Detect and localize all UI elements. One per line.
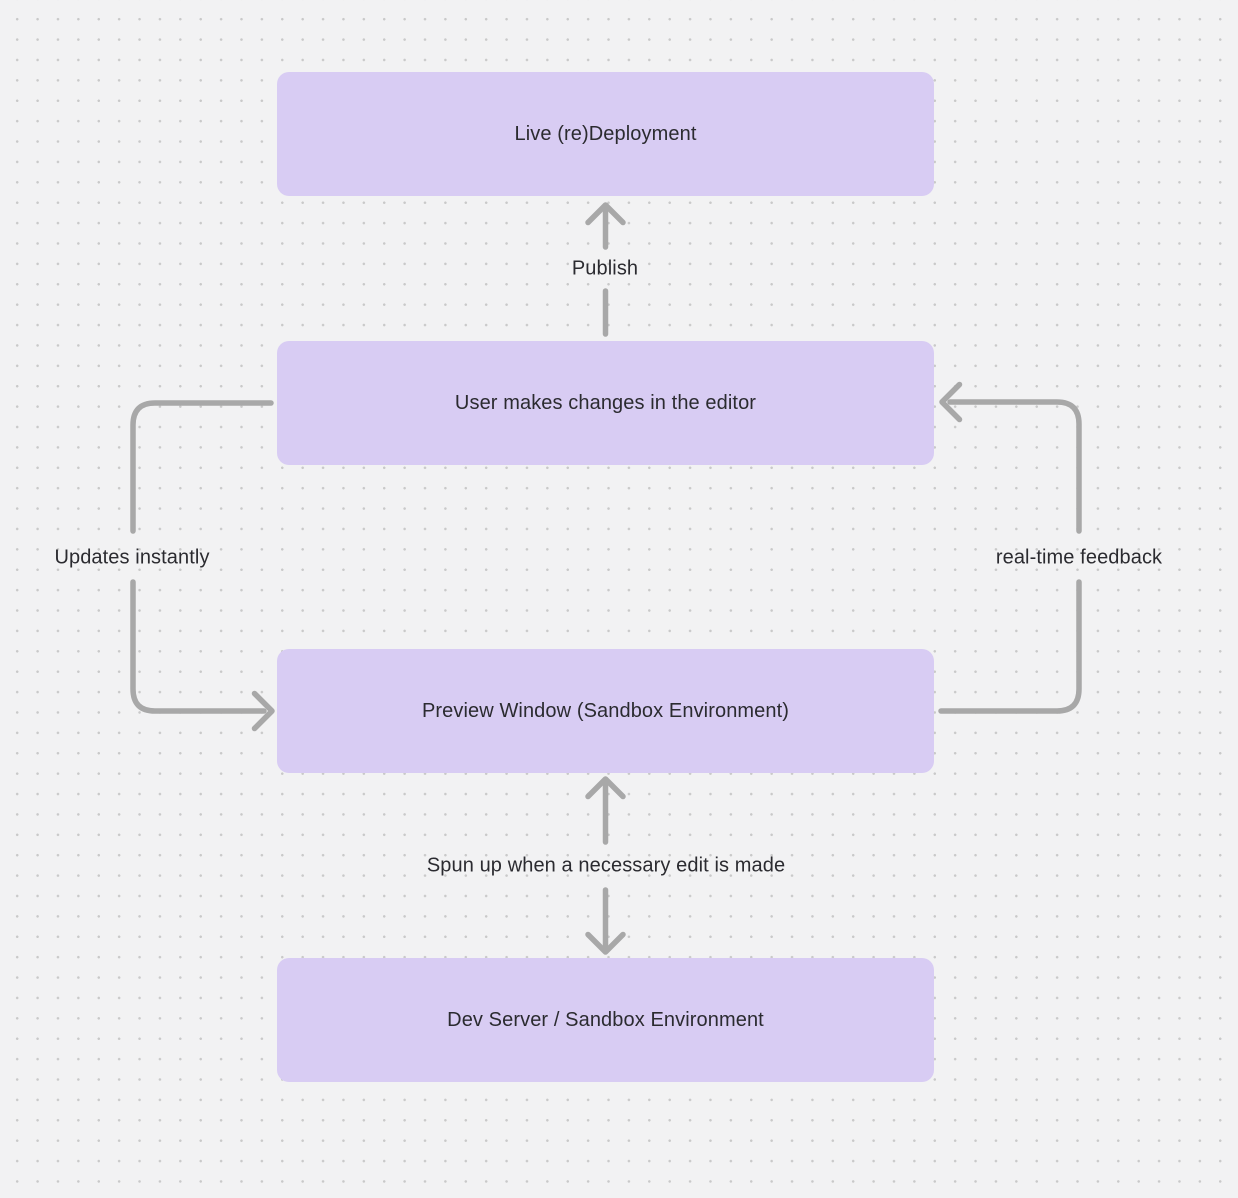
updates-arrow-upper-segment bbox=[130, 400, 274, 534]
feedback-arrowhead-left-icon bbox=[939, 381, 963, 423]
updates-arrowhead-right-icon bbox=[251, 690, 275, 732]
edge-label-spun-up: Spun up when a necessary edit is made bbox=[426, 854, 786, 877]
node-live-redeployment-label: Live (re)Deployment bbox=[514, 123, 697, 145]
node-user-edits-label: User makes changes in the editor bbox=[454, 392, 757, 414]
node-dev-server-label: Dev Server / Sandbox Environment bbox=[447, 1009, 764, 1031]
node-dev-server: Dev Server / Sandbox Environment bbox=[277, 958, 934, 1082]
node-preview-window: Preview Window (Sandbox Environment) bbox=[277, 649, 934, 773]
node-live-redeployment: Live (re)Deployment bbox=[277, 72, 934, 196]
spunup-arrowhead-down-icon bbox=[585, 931, 626, 955]
edge-label-publish: Publish bbox=[571, 257, 639, 280]
publish-arrowhead-up-icon bbox=[585, 202, 626, 226]
node-user-edits: User makes changes in the editor bbox=[277, 341, 934, 465]
spunup-arrowhead-up-icon bbox=[585, 776, 626, 800]
updates-arrow-lower-segment bbox=[130, 579, 267, 714]
edge-label-updates-instantly: Updates instantly bbox=[54, 546, 210, 569]
edge-label-real-time-feedback: real-time feedback bbox=[995, 546, 1163, 569]
node-preview-window-label: Preview Window (Sandbox Environment) bbox=[421, 700, 790, 722]
feedback-arrow-lower-segment bbox=[938, 579, 1082, 714]
feedback-arrow-upper-segment bbox=[947, 399, 1082, 534]
